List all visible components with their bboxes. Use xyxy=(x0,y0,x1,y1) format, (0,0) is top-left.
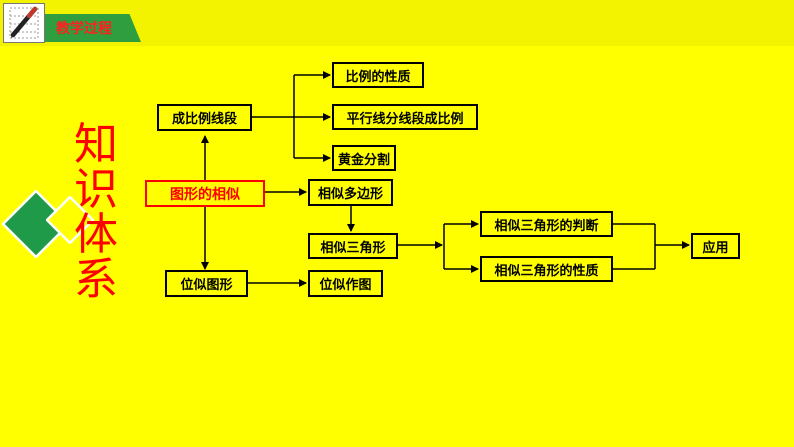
node-bili-xingzhi: 比例的性质 xyxy=(332,62,424,88)
node-pingxingxian: 平行线分线段成比例 xyxy=(332,104,478,130)
side-title-char: 知 xyxy=(74,119,118,170)
node-sanjiaoxing-xingzhi: 相似三角形的性质 xyxy=(480,256,613,282)
node-cheng-bili-xianduan: 成比例线段 xyxy=(157,104,252,131)
pen-logo-icon xyxy=(3,3,45,43)
node-weisi-zuotu: 位似作图 xyxy=(308,270,383,297)
node-weisi-tuxing: 位似图形 xyxy=(165,270,248,297)
title-tab xyxy=(45,14,141,42)
page-title: 教学过程 xyxy=(56,21,112,37)
node-sanjiaoxing-panduan: 相似三角形的判断 xyxy=(480,211,613,237)
side-title: 知 识 体 系 xyxy=(70,122,122,302)
side-title-char: 体 xyxy=(74,209,118,260)
node-tuxing-xiangsi: 图形的相似 xyxy=(145,180,265,207)
node-xiangsi-duobianxing: 相似多边形 xyxy=(308,179,393,206)
side-title-char: 系 xyxy=(74,254,118,305)
node-huangjin-fenge: 黄金分割 xyxy=(332,145,396,171)
node-xiangsi-sanjiaoxing: 相似三角形 xyxy=(308,233,398,259)
node-yingyong: 应用 xyxy=(691,233,740,259)
yellow-diamond-icon xyxy=(46,196,94,244)
side-title-char: 识 xyxy=(74,164,118,215)
